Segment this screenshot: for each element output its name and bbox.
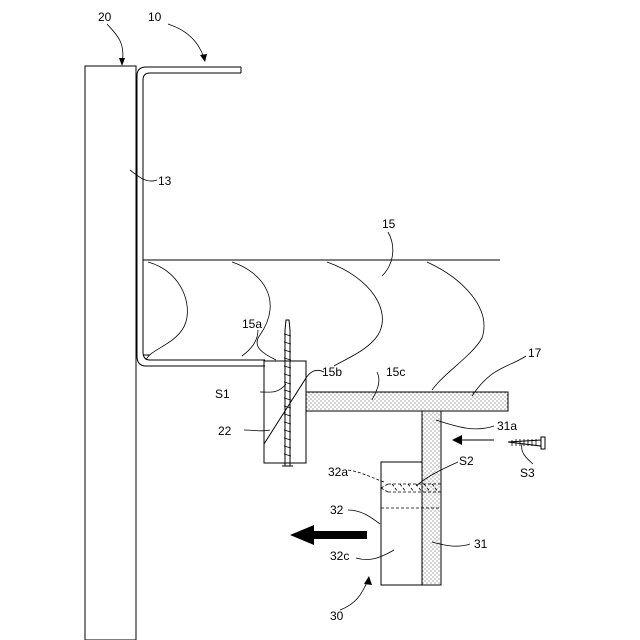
s3-direction-arrow — [452, 435, 494, 445]
insulation-wave-1 — [146, 262, 187, 360]
label-13: 13 — [158, 174, 172, 188]
label-10: 10 — [148, 10, 162, 24]
screw-S1 — [282, 320, 293, 466]
label-32: 32 — [330, 503, 344, 517]
label-32a: 32a — [328, 465, 348, 479]
label-17: 17 — [528, 346, 542, 360]
label-20: 20 — [98, 10, 112, 24]
leader-15 — [382, 232, 393, 276]
label-15: 15 — [382, 217, 396, 231]
label-15a: 15a — [242, 317, 262, 331]
insulation-wave-2 — [232, 262, 276, 360]
leader-31a — [436, 420, 494, 429]
leader-10-arrow — [200, 54, 207, 62]
leader-30-arrow — [364, 576, 372, 585]
label-S3: S3 — [520, 466, 535, 480]
label-S2: S2 — [459, 454, 474, 468]
screw-S3 — [508, 437, 545, 449]
label-22: 22 — [218, 424, 232, 438]
leader-17 — [472, 356, 526, 396]
leader-S3 — [522, 444, 533, 464]
insulation-wave-3 — [327, 262, 382, 366]
label-31a: 31a — [497, 419, 517, 433]
leader-20-arrow — [119, 58, 125, 66]
leader-30 — [340, 580, 368, 610]
leader-32c — [356, 550, 394, 560]
board-31 — [422, 411, 441, 585]
wall-column-20 — [85, 66, 136, 640]
block-32 — [381, 462, 422, 585]
leader-10 — [168, 24, 204, 58]
insulation-wave-4 — [427, 262, 484, 390]
label-30: 30 — [330, 609, 344, 623]
board-17 — [306, 392, 508, 411]
label-15b: 15b — [322, 365, 342, 379]
label-15c: 15c — [386, 365, 405, 379]
label-31: 31 — [474, 537, 488, 551]
leader-32a — [348, 470, 384, 482]
leader-22 — [244, 430, 270, 431]
label-32c: 32c — [330, 549, 349, 563]
movement-arrow — [290, 525, 367, 545]
leader-15a — [242, 330, 258, 356]
label-S1: S1 — [215, 387, 230, 401]
leader-32 — [348, 510, 380, 524]
